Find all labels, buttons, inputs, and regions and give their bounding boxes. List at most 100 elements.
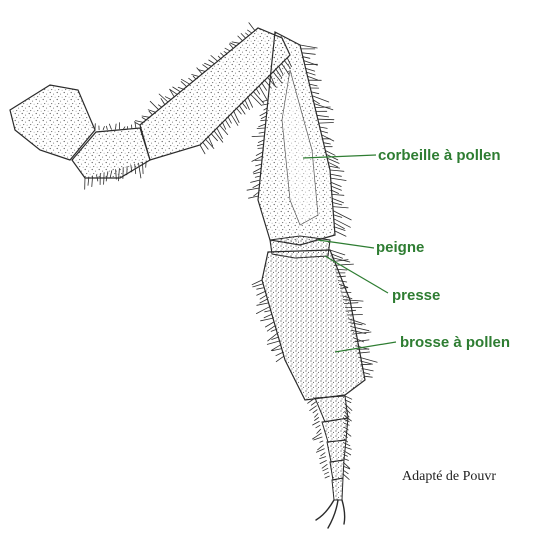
leg-hair xyxy=(248,97,253,107)
leg-hair xyxy=(321,453,325,456)
leg-hair xyxy=(161,99,165,105)
leg-hair xyxy=(320,457,326,459)
leg-hair xyxy=(330,174,341,176)
leg-hair xyxy=(142,118,146,120)
leg-hair xyxy=(257,303,269,305)
leg-hair xyxy=(217,128,223,139)
leg-hair xyxy=(333,203,342,205)
leg-hair xyxy=(334,227,345,231)
leg-hair xyxy=(200,145,205,154)
leg-hair xyxy=(255,160,262,161)
leg-hair xyxy=(316,425,320,428)
leg-hair xyxy=(259,132,265,133)
leg-hair xyxy=(256,152,263,156)
leg-hair xyxy=(261,318,273,321)
leg-hair xyxy=(228,117,231,123)
leg-hair xyxy=(258,140,264,143)
leg-hair xyxy=(307,72,316,75)
leg-hair xyxy=(313,410,317,413)
leg-hair xyxy=(256,307,269,314)
basitarsus-segment xyxy=(262,250,365,400)
leg-hair xyxy=(267,341,279,344)
leg-hair xyxy=(257,288,265,290)
label-peigne: peigne xyxy=(376,240,424,255)
leg-hair xyxy=(261,120,266,121)
leg-hair xyxy=(262,104,267,105)
leg-hair xyxy=(331,178,347,180)
leg-hair xyxy=(197,68,202,74)
leg-hair xyxy=(260,299,268,303)
leg-hair xyxy=(170,89,178,94)
leg-hair xyxy=(317,115,329,117)
leg-hair xyxy=(364,376,372,377)
leg-hair xyxy=(330,170,344,171)
leg-hair xyxy=(159,94,168,102)
leg-hair xyxy=(251,94,262,105)
leg-hair xyxy=(225,48,230,51)
leg-hair xyxy=(320,441,323,442)
leg-hair xyxy=(311,402,315,405)
leg-hair xyxy=(248,30,252,33)
leg-hair xyxy=(203,142,208,149)
leg-hair xyxy=(223,123,226,130)
leg-hair xyxy=(253,184,260,188)
leg-hair xyxy=(315,107,330,108)
leg-hair xyxy=(321,131,328,133)
leg-hair xyxy=(257,291,266,295)
leg-hair xyxy=(320,127,328,128)
leg-hair xyxy=(254,172,261,174)
leg-hair xyxy=(259,86,267,100)
leg-hair xyxy=(318,119,334,120)
leg-hair xyxy=(333,207,348,208)
leg-hair xyxy=(158,105,161,107)
leg-hair xyxy=(260,112,267,116)
leg-hair xyxy=(238,36,243,41)
leg-hair xyxy=(334,219,351,228)
leg-hair xyxy=(211,56,218,62)
leg-hair xyxy=(323,468,328,471)
leg-hair xyxy=(149,111,152,115)
leg-hair xyxy=(245,100,249,110)
leg-hair xyxy=(311,92,319,94)
leg-hair xyxy=(300,45,317,48)
leg-hair xyxy=(256,164,262,166)
leg-hair xyxy=(251,180,260,182)
leg-hair xyxy=(232,42,239,43)
leg-hair xyxy=(317,429,321,433)
leg-hair xyxy=(181,82,187,87)
leg-hair xyxy=(323,143,330,144)
leg-hair xyxy=(256,89,259,94)
leg-hair xyxy=(303,57,310,59)
leg-hair xyxy=(221,53,224,56)
leg-hair xyxy=(309,84,317,86)
leg-hair xyxy=(264,314,272,318)
leg-hair xyxy=(103,127,104,130)
leg-hair xyxy=(313,421,320,425)
source-credit: Adapté de Pouvr xyxy=(402,469,496,485)
leg-hair xyxy=(302,53,315,55)
tarsal-claws xyxy=(316,500,345,528)
leg-hair xyxy=(211,134,217,141)
leg-hair xyxy=(332,190,339,193)
leg-hair xyxy=(331,186,341,190)
leg-hair xyxy=(331,182,341,186)
leg-hair xyxy=(209,60,215,64)
leg-hair xyxy=(265,322,274,327)
leg-hair xyxy=(259,124,266,127)
leg-hair xyxy=(205,63,212,66)
leg-hair xyxy=(135,123,140,126)
leg-hair xyxy=(234,111,239,122)
leg-hair xyxy=(249,23,255,31)
leg-hair xyxy=(325,476,329,478)
leg-hair xyxy=(229,44,233,49)
leg-hair xyxy=(106,126,107,129)
leg-hair xyxy=(116,124,117,129)
leg-hair xyxy=(203,65,209,69)
leg-hair xyxy=(135,121,143,123)
leg-hair xyxy=(241,34,246,39)
leg-hair xyxy=(263,100,268,102)
leg-hair xyxy=(322,464,327,468)
leg-hair xyxy=(262,83,267,90)
leg-hair xyxy=(334,264,353,265)
leg-hair xyxy=(268,333,278,341)
